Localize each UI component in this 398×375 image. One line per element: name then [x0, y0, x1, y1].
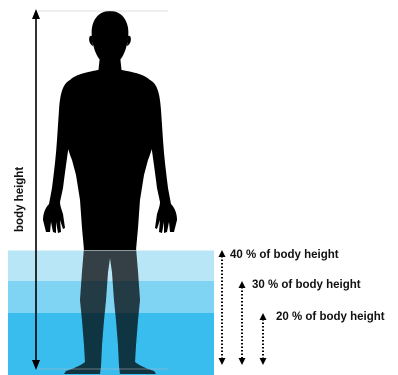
water-band-20 — [8, 313, 214, 375]
level-label-30: 30 % of body height — [252, 279, 361, 291]
silhouette-torso — [63, 70, 157, 250]
silhouette-arm-left — [43, 80, 72, 233]
level-arrow-30 — [239, 281, 246, 365]
level-label-20: 20 % of body height — [276, 311, 385, 323]
water-band-30 — [8, 281, 214, 313]
body-height-arrowhead-top — [32, 9, 40, 19]
body-height-label: body height — [14, 167, 26, 232]
level-label-40: 40 % of body height — [230, 249, 339, 261]
level-arrow-20 — [260, 313, 267, 365]
level-arrow-40 — [219, 250, 226, 365]
water-bands — [8, 250, 214, 375]
level-arrows — [219, 250, 267, 365]
silhouette-arm-right — [148, 80, 177, 233]
